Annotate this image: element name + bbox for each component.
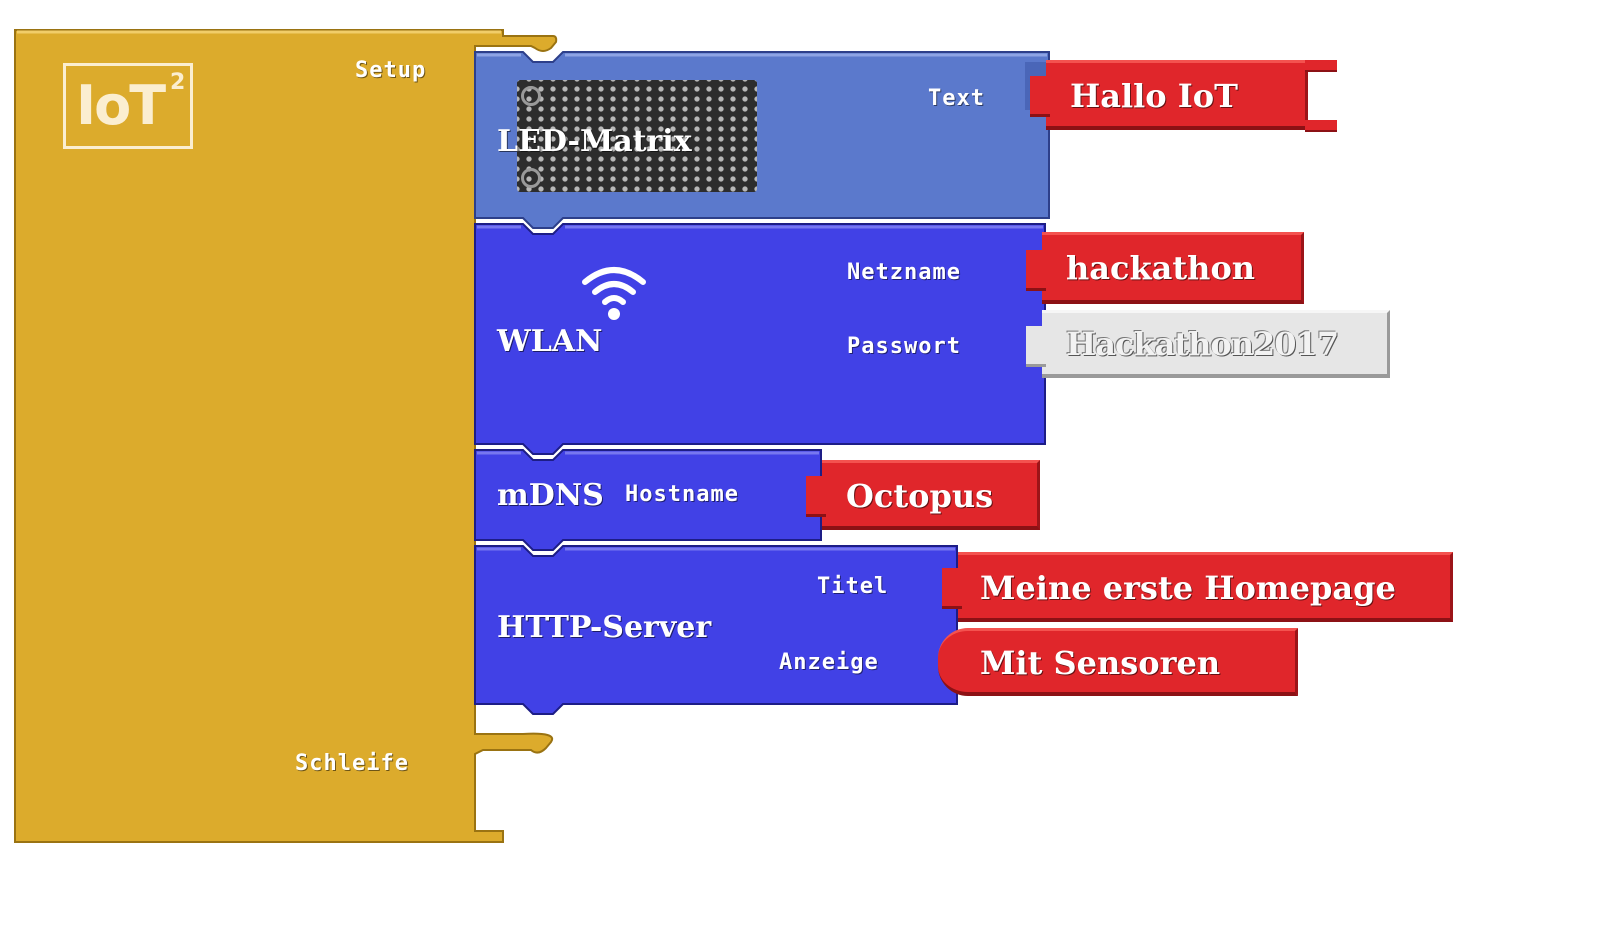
led-matrix-text-label: Text: [928, 86, 985, 111]
iot-logo-text: IoT: [76, 74, 166, 137]
display-label: Anzeige: [779, 650, 879, 675]
wlan-title: WLAN: [497, 324, 603, 359]
setup-label: Setup: [355, 58, 427, 83]
netname-value-block[interactable]: hackathon: [1042, 232, 1304, 304]
password-label: Passwort: [847, 334, 961, 359]
hostname-label: Hostname: [625, 482, 739, 507]
hostname-value-block[interactable]: Octopus: [822, 460, 1040, 530]
password-value-notch: [1026, 326, 1046, 367]
iot2-logo: IoT 2: [63, 63, 193, 149]
led-matrix-board-image: [517, 80, 757, 192]
title-value-block[interactable]: Meine erste Homepage: [958, 552, 1453, 622]
iot-logo-superscript: 2: [170, 70, 186, 95]
title-value[interactable]: Meine erste Homepage: [980, 569, 1396, 607]
text-value-end-tab: [1305, 60, 1337, 72]
led-matrix-title: LED-Matrix: [497, 124, 692, 159]
password-value[interactable]: Hackathon2017: [1066, 325, 1339, 363]
http-server-block-shape: [474, 545, 958, 715]
setup-block-shape: [14, 29, 558, 843]
text-value-block[interactable]: Hallo IoT: [1046, 60, 1308, 130]
mdns-block[interactable]: mDNS Hostname: [473, 448, 823, 551]
text-value-notch: [1030, 76, 1050, 117]
title-label: Titel: [817, 574, 889, 599]
http-server-title: HTTP-Server: [497, 610, 712, 645]
display-value-block[interactable]: Mit Sensoren: [938, 628, 1298, 696]
hostname-value[interactable]: Octopus: [846, 477, 994, 515]
netname-value-notch: [1026, 250, 1046, 291]
netname-value[interactable]: hackathon: [1066, 249, 1256, 287]
led-matrix-block[interactable]: LED-Matrix Text: [473, 50, 1051, 229]
text-value[interactable]: Hallo IoT: [1070, 77, 1238, 115]
password-value-block[interactable]: Hackathon2017: [1042, 310, 1390, 378]
title-value-notch: [942, 568, 962, 609]
loop-label: Schleife: [295, 751, 409, 776]
wlan-block[interactable]: WLAN Netzname Passwort: [473, 222, 1047, 455]
netname-label: Netzname: [847, 260, 961, 285]
wifi-icon: [582, 267, 646, 320]
http-server-block[interactable]: HTTP-Server Titel Anzeige: [473, 544, 959, 715]
hostname-value-notch: [806, 476, 826, 517]
mdns-title: mDNS: [497, 478, 604, 513]
text-value-end-tab: [1305, 120, 1337, 132]
mdns-block-shape: [474, 449, 822, 551]
display-value[interactable]: Mit Sensoren: [980, 644, 1221, 682]
setup-loop-block[interactable]: IoT 2 Setup Schleife: [13, 26, 558, 844]
